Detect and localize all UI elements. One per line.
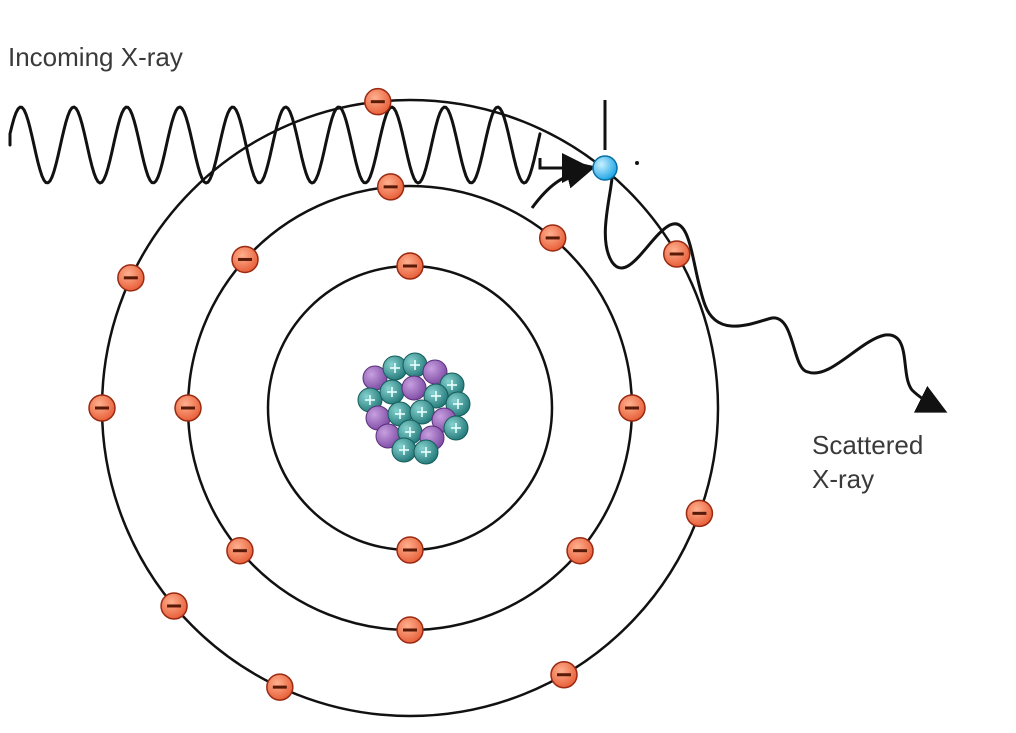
- electron: [662, 240, 691, 268]
- proton: [401, 375, 427, 401]
- electron-minus-sign: [545, 236, 560, 240]
- neutron: [379, 379, 405, 405]
- electron: [364, 87, 392, 116]
- neutron: [445, 391, 471, 417]
- electron-minus-sign: [403, 264, 417, 268]
- electron-minus-sign: [625, 406, 639, 410]
- electron: [566, 536, 594, 565]
- electron-minus-sign: [383, 185, 398, 189]
- ejected-electron: [592, 155, 618, 181]
- neutron: [443, 415, 469, 441]
- neutron: [382, 355, 408, 381]
- electron: [376, 173, 405, 201]
- neutron: [423, 383, 449, 409]
- electron-minus-sign: [167, 604, 182, 608]
- electron: [538, 224, 567, 252]
- electrons: [88, 87, 714, 701]
- scattered-xray-wave: [603, 176, 948, 413]
- electron: [685, 499, 714, 528]
- incoming-xray-label: Incoming X-ray: [8, 42, 183, 72]
- electron: [396, 536, 424, 564]
- electron-minus-sign: [403, 548, 417, 552]
- ejected-electron-arrow: [530, 159, 596, 209]
- incoming-xray-wave: [8, 105, 542, 185]
- electron-minus-sign: [181, 406, 195, 410]
- electron: [160, 592, 188, 620]
- scattered-label-line-1: Scattered: [812, 430, 924, 460]
- ejection-marker-dot: [635, 161, 639, 165]
- electron: [396, 252, 424, 280]
- electron-minus-sign: [95, 406, 109, 410]
- electron-minus-sign: [669, 252, 684, 256]
- electron: [550, 660, 578, 689]
- electron-minus-sign: [692, 511, 707, 515]
- electron-minus-sign: [573, 549, 588, 553]
- electron: [174, 394, 202, 422]
- nucleus: [357, 352, 471, 465]
- electron: [266, 673, 294, 701]
- neutron: [409, 399, 435, 425]
- electron: [117, 264, 145, 292]
- scattered-xray-label: Scattered X-ray: [812, 428, 923, 496]
- electron-minus-sign: [238, 257, 253, 261]
- neutron: [391, 437, 417, 463]
- electron-minus-sign: [232, 549, 247, 553]
- electron-minus-sign: [370, 100, 385, 104]
- electron-minus-sign: [557, 673, 571, 677]
- neutron: [413, 439, 439, 465]
- electron: [88, 394, 116, 422]
- electron-minus-sign: [272, 685, 287, 689]
- electron-minus-sign: [403, 628, 417, 632]
- electron: [396, 616, 424, 644]
- incoming-xray-arrow: [538, 153, 592, 183]
- scattered-label-line-2: X-ray: [812, 464, 875, 494]
- electron: [231, 245, 259, 274]
- electron: [618, 394, 646, 422]
- electron-minus-sign: [123, 276, 138, 280]
- electron: [226, 536, 254, 565]
